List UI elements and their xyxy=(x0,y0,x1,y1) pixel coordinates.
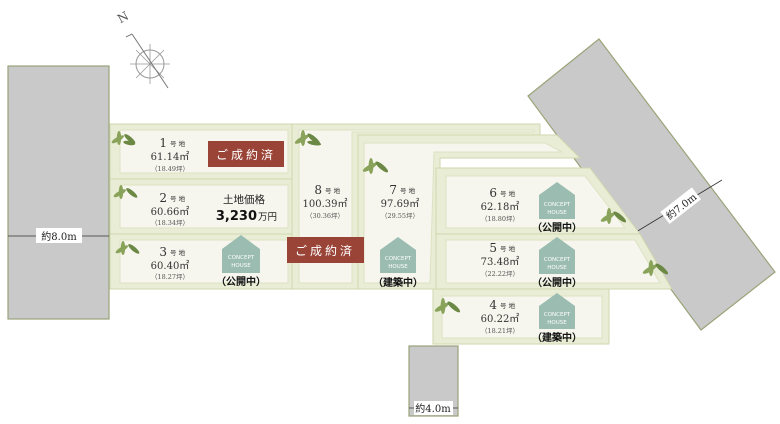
lot-1-number: 1 xyxy=(159,136,167,150)
price-value: 3,230 xyxy=(216,209,257,224)
concept-house-line-1: CONCEPT xyxy=(544,312,571,318)
concept-house-line-1: CONCEPT xyxy=(228,255,255,261)
lot-8-tsubo: （30.36坪） xyxy=(306,212,344,220)
lot-5-area-value: 73.48㎡ xyxy=(481,256,520,268)
lot-7-suffix: 号 地 xyxy=(400,186,416,195)
lot-8-area-value: 100.39㎡ xyxy=(303,198,348,210)
lot-5-concept-house-icon: CONCEPT HOUSE xyxy=(539,237,575,274)
concept-house-line-1: CONCEPT xyxy=(544,202,571,208)
lot-5-status: （公開中） xyxy=(532,276,582,289)
lot-2-label: 2 号 地 60.66㎡ （18.34坪） xyxy=(151,191,190,227)
concept-house-line-2: HOUSE xyxy=(547,320,567,326)
lot-2-suffix: 号 地 xyxy=(170,194,186,203)
road-left-width-label: 約8.0m xyxy=(41,230,77,243)
plant-icon xyxy=(111,131,136,146)
plant-icon xyxy=(115,241,140,255)
lot-5-label: 5 号 地 73.48㎡ （22.22坪） xyxy=(481,241,520,278)
plant-icon xyxy=(362,158,389,174)
lot-7-status: （建築中） xyxy=(373,276,423,289)
lot-3-suffix: 号 地 xyxy=(170,248,186,257)
lot-7-label: 7 号 地 97.69㎡ （29.55坪） xyxy=(381,183,420,220)
road-bottom-width-label: 約4.0m xyxy=(415,402,451,415)
lot-2-number: 2 xyxy=(159,191,167,205)
lot-4-number: 4 xyxy=(489,298,497,312)
concept-house-line-2: HOUSE xyxy=(547,265,567,271)
lot-3-status: （公開中） xyxy=(216,275,266,288)
concept-house-line-2: HOUSE xyxy=(388,264,408,270)
lot-8-suffix: 号 地 xyxy=(325,186,341,195)
price-label: 土地価格 xyxy=(223,193,265,206)
lot-1-tsubo: （18.49坪） xyxy=(151,165,189,173)
lot-1-label: 1 号 地 61.14㎡ （18.49坪） xyxy=(151,136,190,173)
compass-icon xyxy=(125,33,170,89)
lot-3-number: 3 xyxy=(159,245,167,259)
lot-4-label: 4 号 地 60.22㎡ （18.21坪） xyxy=(481,298,520,335)
lot-1-suffix: 号 地 xyxy=(170,139,186,148)
lot-6-suffix: 号 地 xyxy=(500,189,516,198)
lot-3-area-value: 60.40㎡ xyxy=(151,260,190,272)
plant-icon xyxy=(294,130,322,146)
lot-3-label: 3 号 地 60.40㎡ （18.27坪） xyxy=(151,245,190,281)
lot-8-sold-text: ご成約済 xyxy=(295,243,355,258)
lot-7-number: 7 xyxy=(389,183,397,197)
lot-6-tsubo: （18.80坪） xyxy=(481,215,519,223)
lot-6-label: 6 号 地 62.18㎡ （18.80坪） xyxy=(481,186,520,223)
concept-house-line-2: HOUSE xyxy=(547,210,567,216)
lot-3-tsubo: （18.27坪） xyxy=(151,273,189,281)
lot-4-concept-house-icon: CONCEPT HOUSE xyxy=(539,293,575,329)
lot-6-area-value: 62.18㎡ xyxy=(481,201,520,213)
lot-6-status: （公開中） xyxy=(532,221,582,234)
price-unit: 万円 xyxy=(258,212,277,223)
plant-icon xyxy=(113,185,138,199)
lot-1-sold-text: ご成約済 xyxy=(216,147,276,162)
lot-8-number: 8 xyxy=(314,183,322,197)
concept-house-line-1: CONCEPT xyxy=(385,256,412,262)
lot-5-tsubo: （22.22坪） xyxy=(481,270,519,278)
lot-4-area-value: 60.22㎡ xyxy=(481,313,520,325)
lot-5-suffix: 号 地 xyxy=(500,244,516,253)
compass-label: N xyxy=(115,9,131,26)
lot-3-concept-house-icon: CONCEPT HOUSE xyxy=(222,235,260,273)
lot-7-tsubo: （29.55坪） xyxy=(381,212,419,220)
lot-5-number: 5 xyxy=(489,241,497,255)
plant-icon xyxy=(642,260,669,276)
lot-6-concept-house-icon: CONCEPT HOUSE xyxy=(539,182,575,219)
concept-house-line-1: CONCEPT xyxy=(544,257,571,263)
lot-1-sold-badge xyxy=(208,141,284,167)
plant-icon xyxy=(434,298,461,314)
lot-4-tsubo: （18.21坪） xyxy=(481,327,519,335)
road-left xyxy=(7,65,110,320)
lot-8-label: 8 号 地 100.39㎡ （30.36坪） xyxy=(303,183,348,220)
lot-2-area-value: 60.66㎡ xyxy=(151,206,190,218)
plant-icon xyxy=(600,208,627,224)
lot-7-concept-house-icon: CONCEPT HOUSE xyxy=(380,237,416,273)
lot-8-sold-badge xyxy=(287,237,364,263)
concept-house-line-2: HOUSE xyxy=(231,263,251,269)
lot-6-number: 6 xyxy=(489,186,497,200)
lot-2-tsubo: （18.34坪） xyxy=(151,219,189,227)
lot-7-area-value: 97.69㎡ xyxy=(381,198,420,210)
lot-4-status: （建築中） xyxy=(532,331,582,344)
lot-4-suffix: 号 地 xyxy=(500,301,516,310)
lot-1-area-value: 61.14㎡ xyxy=(151,151,190,163)
